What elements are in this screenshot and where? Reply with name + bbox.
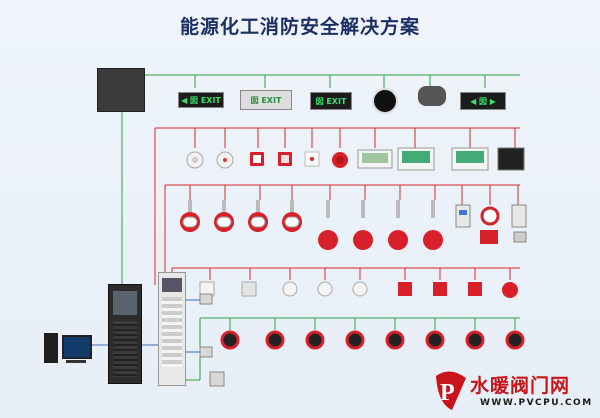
watermark-text: 水暖阀门网 bbox=[470, 375, 571, 397]
watermark-url: WWW.PVCPU.COM bbox=[480, 398, 593, 408]
module-tag bbox=[199, 293, 213, 305]
detector-row-1 bbox=[186, 147, 525, 171]
detector-row-4 bbox=[220, 330, 525, 350]
pc-tower bbox=[44, 333, 58, 363]
main-cabinet bbox=[108, 284, 142, 384]
red-bus bbox=[154, 127, 520, 285]
watermark-logo-letter: P bbox=[440, 380, 455, 406]
page-title: 能源化工消防安全解决方案 bbox=[179, 16, 420, 38]
exit-sign-center: 囡 EXIT bbox=[240, 90, 292, 110]
monitor-icon bbox=[62, 335, 92, 359]
detector-row-2 bbox=[180, 200, 527, 250]
direction-sign: ◀ 囡 ▶ bbox=[460, 92, 506, 110]
twin-spot-light-icon bbox=[418, 86, 446, 106]
module-tag bbox=[199, 346, 213, 358]
emergency-light-icon bbox=[372, 88, 398, 114]
keyboard-icon bbox=[66, 360, 86, 363]
exit-sign-right: 囡 EXIT bbox=[310, 92, 352, 110]
exit-sign-left: ◀ 囡 EXIT bbox=[178, 92, 224, 108]
watermark-logo: P bbox=[432, 368, 468, 412]
module-tag bbox=[209, 371, 225, 387]
wall-control-panel bbox=[97, 68, 145, 112]
detector-row-3 bbox=[199, 281, 518, 298]
controller-cabinet bbox=[158, 272, 186, 386]
